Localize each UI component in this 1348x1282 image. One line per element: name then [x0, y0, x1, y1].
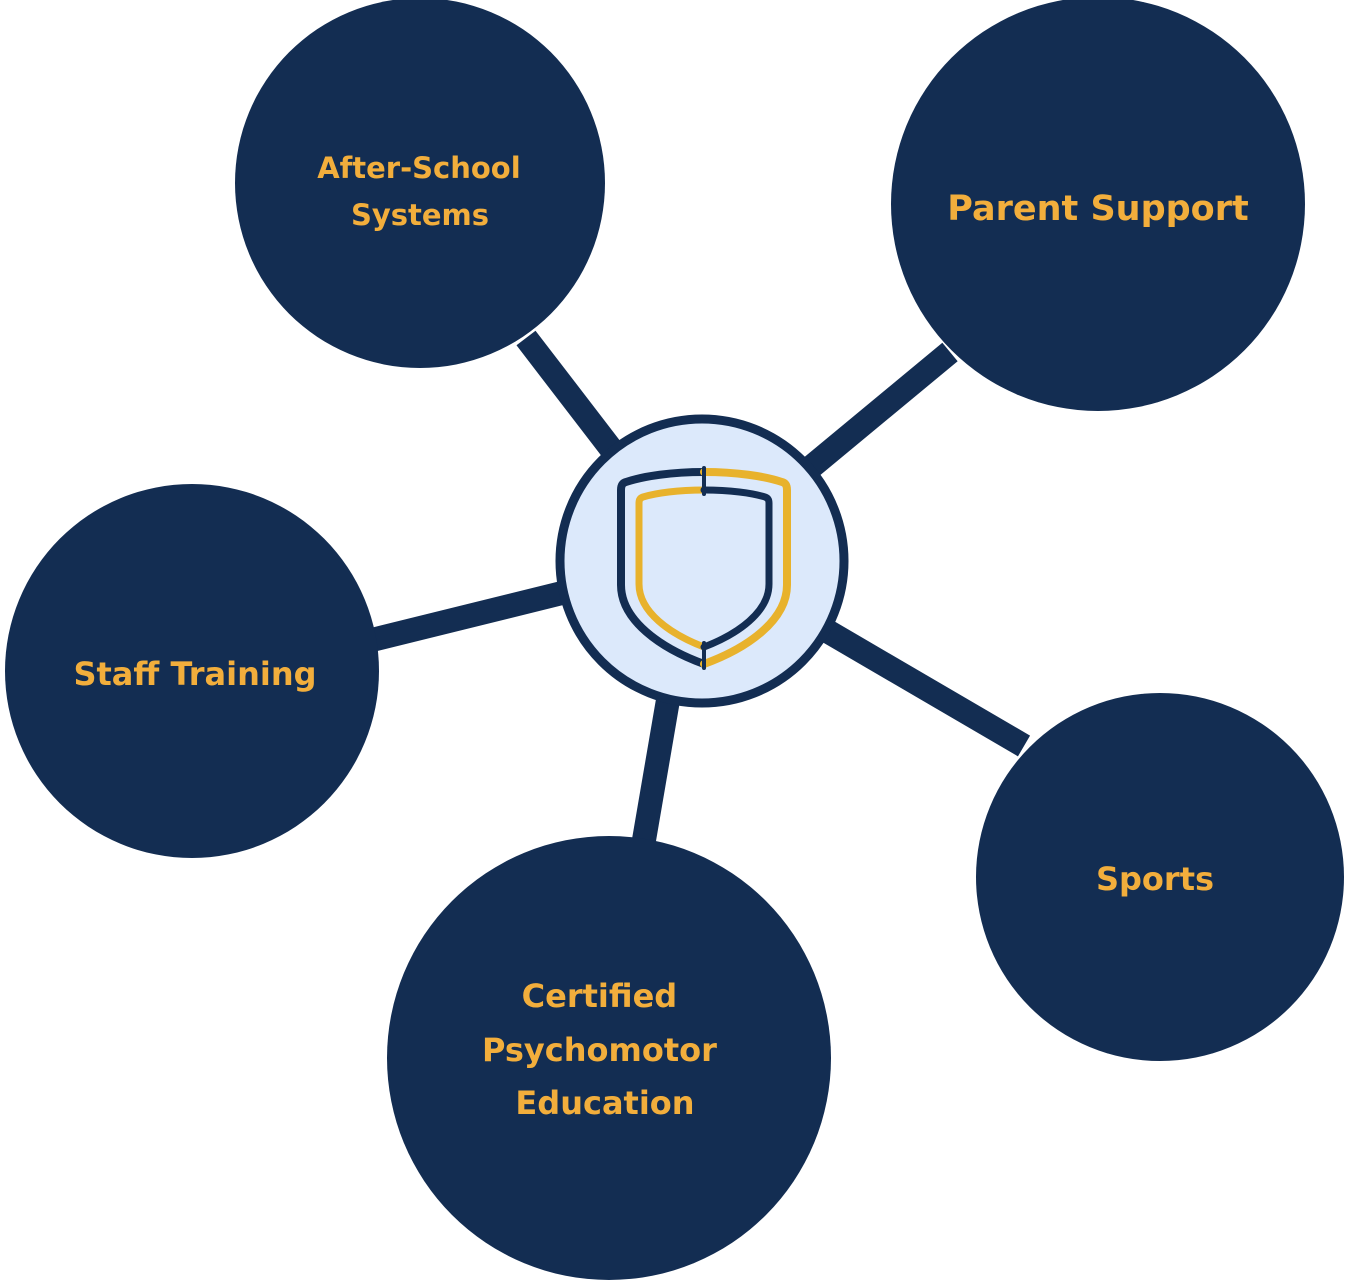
label-staff-training: Staff Training: [73, 655, 316, 693]
hub-circle: [555, 414, 849, 708]
label-after-school-systems-line-2: Systems: [351, 198, 489, 232]
label-parent-support: Parent Support: [947, 189, 1248, 229]
connector-parent-support: [802, 342, 958, 478]
label-after-school-systems: After-School Systems: [317, 151, 531, 232]
node-after-school-systems: [235, 0, 605, 368]
label-after-school-systems-line-1: After-School: [317, 151, 520, 185]
label-staff-training-line-1: Staff Training: [73, 655, 316, 693]
connector-after-school-systems: [516, 330, 622, 458]
connector-certified-psychomotor-education: [632, 697, 680, 843]
label-certified-psychomotor-education-line-1: Certified: [522, 977, 678, 1015]
node-parent-support: [891, 0, 1305, 411]
connector-staff-training: [369, 580, 569, 652]
label-sports: Sports: [1096, 860, 1214, 898]
label-parent-support-line-1: Parent Support: [947, 189, 1248, 229]
label-certified-psychomotor-education: Certified Psychomotor Education: [482, 977, 728, 1122]
label-sports-line-1: Sports: [1096, 860, 1214, 898]
connector-sports: [815, 617, 1031, 757]
node-certified-psychomotor-education: [387, 836, 831, 1280]
node-sports: [976, 693, 1344, 1061]
connectors: [369, 330, 1031, 843]
shield-icon: [617, 466, 791, 670]
label-certified-psychomotor-education-line-2: Psychomotor: [482, 1031, 717, 1069]
label-certified-psychomotor-education-line-3: Education: [515, 1084, 694, 1122]
node-staff-training: [5, 484, 379, 858]
